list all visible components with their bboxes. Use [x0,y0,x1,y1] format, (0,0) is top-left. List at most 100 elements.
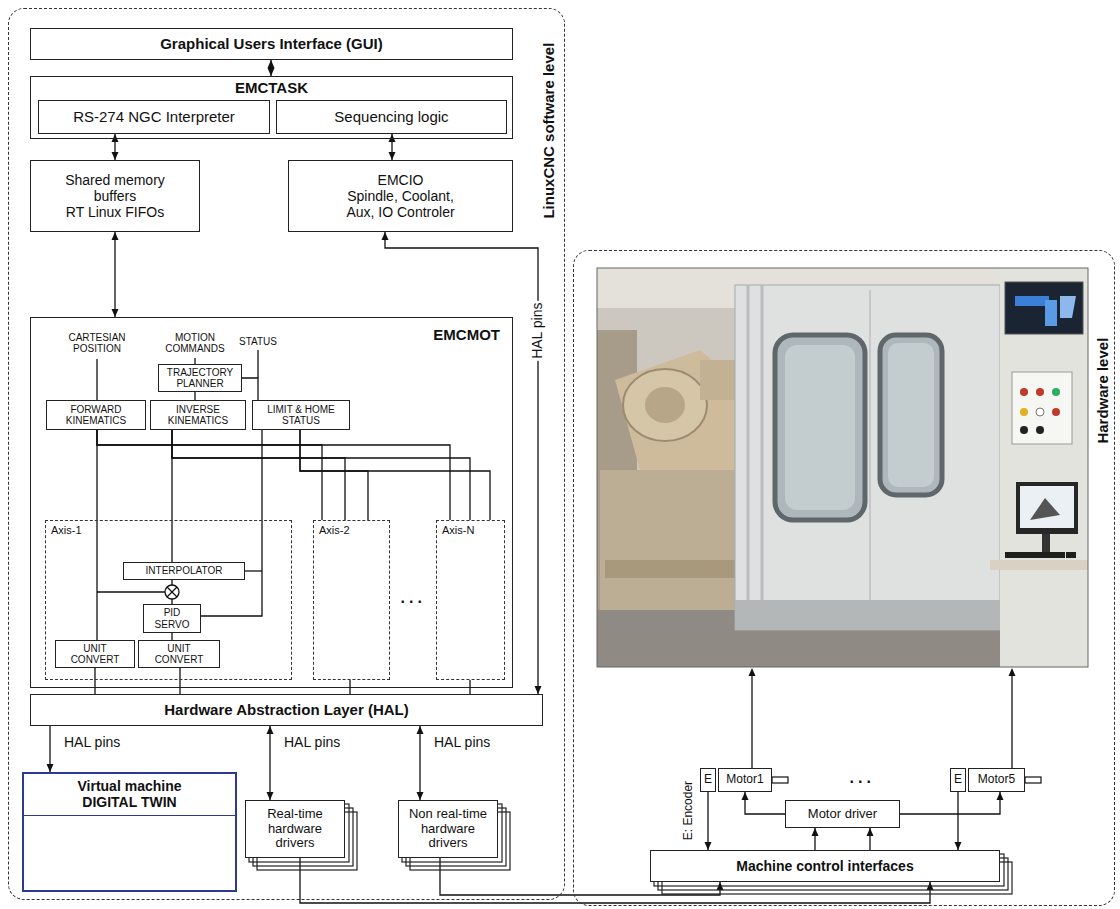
text-group: UNIT CONVERT [142,643,216,666]
motor-driver-box: Motor driver [785,800,900,828]
text-group: INTERPOLATOR [146,565,223,577]
connector-line [469,680,470,694]
arrowhead [112,152,119,160]
motion-arrows [749,668,1016,768]
arrowhead [267,726,274,734]
connector [47,726,54,772]
text-group: Real-time hardware drivers [249,807,341,852]
side-wall [1000,268,1088,667]
connector-line [300,430,368,520]
arrowhead [867,828,874,836]
box-label: INVERSE KINEMATICS [154,404,242,427]
machine-photo [597,268,1088,667]
encoder-box: E [700,768,716,792]
arrowhead [267,792,274,800]
connector [350,680,351,694]
signal-label: MOTION COMMANDS [161,332,229,354]
ellipsis-mark: ... [401,589,426,607]
connector [195,392,196,400]
region-label: Hardware level [1094,337,1111,443]
cabinet-door [775,335,865,520]
cabinet-seam [869,290,871,600]
hal-bar: Hardware Abstraction Layer (HAL) [30,694,543,726]
box-label: RS-274 NGC Interpreter [73,108,235,125]
connector-line [201,430,262,616]
box-label: RT Linux FIFOs [59,204,171,220]
connector [300,430,368,520]
connector-line [97,430,450,520]
encoder-box: E [950,768,966,792]
text-group: Axis-N [442,524,474,537]
box-label: Graphical Users Interface (GUI) [160,35,383,52]
machine-base [600,470,750,610]
box-label: E [954,773,962,787]
text-group: INVERSE KINEMATICS [154,404,242,427]
connector [417,726,424,800]
machine-table [605,560,745,578]
text-group: PID SERVO [147,607,197,630]
pin-label: HAL pins [64,735,120,750]
encoder-note: E: Encoder [682,780,695,839]
box-label: Motor driver [808,807,877,822]
arrowhead [382,232,389,240]
box-label: Motor5 [978,773,1015,787]
motor-shaft [772,777,788,783]
text-group: Sequencing logic [334,108,448,125]
axis-label: Axis-N [442,524,474,537]
text-group: Shared memory buffersRT Linux FIFOs [59,172,171,220]
pin-label: HAL pins [284,735,340,750]
unit-convert-box: UNIT CONVERT [55,640,135,668]
door-glass [888,343,934,487]
axis-group: Axis-2 [313,520,390,680]
connector [382,232,542,694]
axis-group: Axis-1INTERPOLATORPID SERVOUNIT CONVERTU… [45,520,292,680]
connector-line [707,792,708,850]
text-group: EMCIOSpindle, Coolant, Aux, IO Controler [333,172,468,220]
box-label: Sequencing logic [334,108,448,125]
box-label: LIMIT & HOME STATUS [256,404,346,427]
connector [242,378,258,400]
text-group: Machine control interfaces [736,858,913,874]
panel-button [1020,408,1028,416]
summing-junction [165,585,179,599]
connector-line [94,668,95,694]
text-group: Non real-time hardware drivers [402,807,494,852]
pid-servo-box: PID SERVO [143,604,201,633]
text-group: E [954,773,962,787]
machine-spindle [645,387,685,423]
unit-convert-box: UNIT CONVERT [138,640,220,668]
ellipsis-mark: ... [850,769,875,787]
monitor-shape [1015,296,1049,306]
box-label: Motor1 [726,773,763,787]
emcio-box: EMCIOSpindle, Coolant, Aux, IO Controler [288,160,513,232]
screen-figure [1030,498,1060,520]
arrowhead [389,152,396,160]
connector-line [172,430,470,520]
pin-label: HAL pins [530,300,545,360]
leader-line [257,350,258,378]
box-heading: Virtual machine [24,778,235,794]
desk [990,560,1088,570]
signal-wires [97,350,262,592]
text-group: RS-274 NGC Interpreter [73,108,235,125]
text-group: EMCTASK [31,79,512,96]
junction-cross [167,587,177,597]
connector [95,668,96,694]
text-group: Motor5 [978,773,1015,787]
arrowhead [112,134,119,142]
box-heading: EMCMOT [433,326,500,343]
motion-arrowhead [1009,668,1016,676]
text-group: UNIT CONVERT [59,643,131,666]
arrowhead [997,792,1004,800]
box-heading: DIGITAL TWIN [24,794,235,810]
gui-box: Graphical Users Interface (GUI) [30,28,513,60]
arrowhead [47,764,54,772]
connector [742,792,786,814]
text-group: Virtual machineDIGITAL TWIN [24,774,235,816]
connector [172,430,345,520]
box-label: E [704,773,712,787]
keyboard [1005,552,1065,558]
connector [97,430,98,640]
feedback-wire [97,591,165,592]
